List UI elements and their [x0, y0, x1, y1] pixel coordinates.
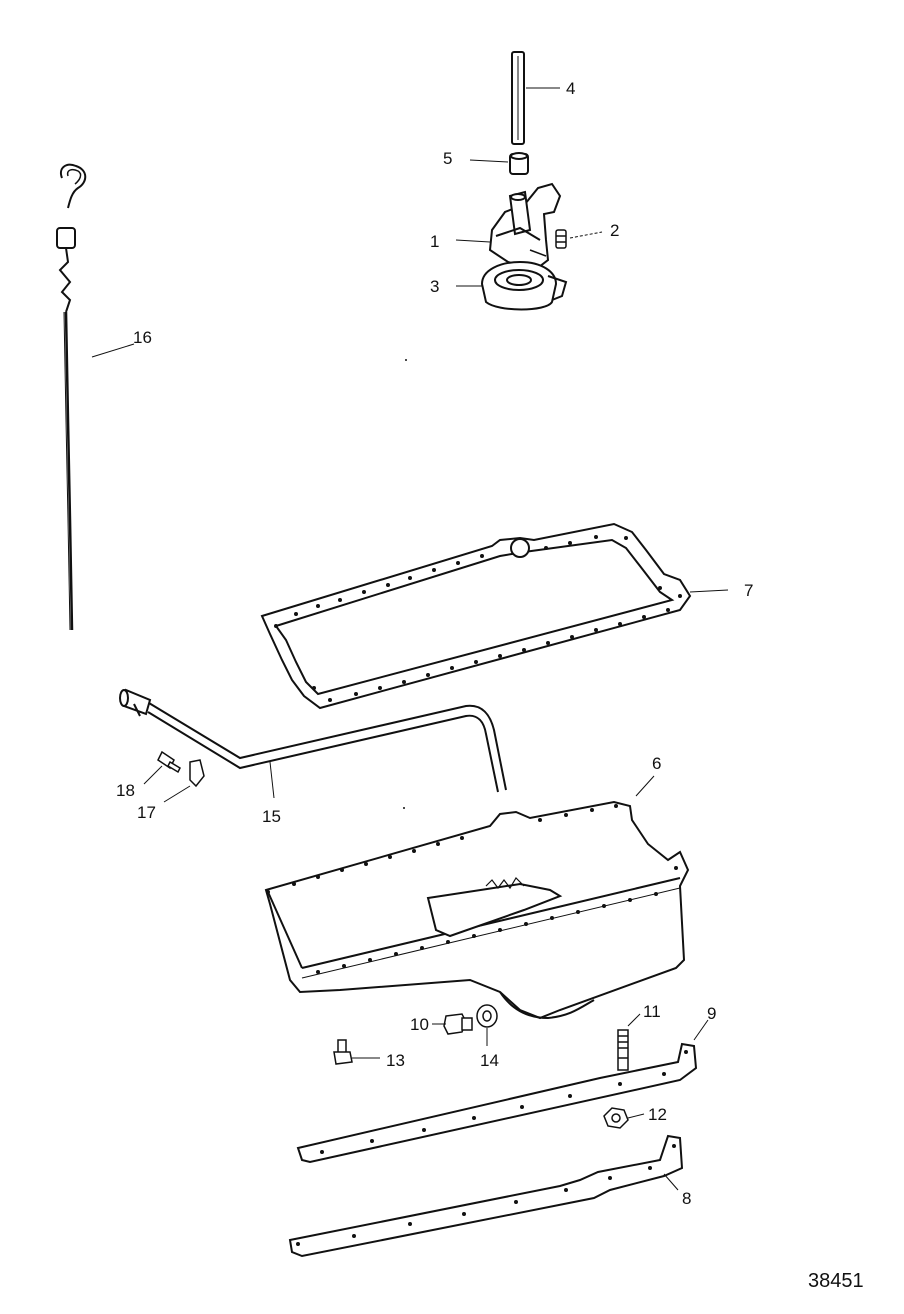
leader-8	[663, 1173, 679, 1191]
callout-10: 10	[410, 1015, 429, 1034]
oil-pan-part	[264, 800, 690, 1020]
leader-7	[689, 589, 729, 593]
leader-15	[269, 761, 275, 799]
dipstick-tube-part	[119, 688, 507, 793]
callout-8: 8	[682, 1189, 691, 1208]
callout-9: 9	[707, 1004, 716, 1023]
leader-9	[693, 1019, 709, 1041]
leader-17	[163, 785, 191, 803]
leader-1	[455, 239, 491, 243]
callout-4: 4	[566, 79, 575, 98]
drain-washer-part	[476, 1004, 498, 1028]
stray-dot	[403, 807, 405, 809]
leader-16	[91, 343, 135, 358]
leader-11	[627, 1013, 641, 1027]
sleeve-part	[509, 152, 529, 175]
pan-bolt-part	[333, 1039, 353, 1065]
leader-2	[569, 231, 603, 239]
oil-pan-gasket-part	[260, 522, 692, 710]
callout-12: 12	[648, 1105, 667, 1124]
stray-dot	[405, 359, 407, 361]
pump-bolt-part	[555, 229, 567, 249]
side-gasket-lower-part	[288, 1134, 684, 1258]
figure-number: 38451	[808, 1270, 864, 1292]
callout-16: 16	[133, 328, 152, 347]
callout-14: 14	[480, 1051, 499, 1070]
callout-13: 13	[386, 1051, 405, 1070]
oil-pump-part	[488, 182, 562, 272]
callout-1: 1	[430, 232, 439, 251]
pan-stud-part	[617, 1029, 629, 1071]
leader-5	[469, 159, 509, 163]
oil-pickup-rod-part	[511, 51, 525, 145]
callout-7: 7	[744, 581, 753, 600]
pickup-screen-part	[480, 260, 568, 311]
callout-18: 18	[116, 781, 135, 800]
callout-6: 6	[652, 754, 661, 773]
callout-2: 2	[610, 221, 619, 240]
callout-11: 11	[643, 1002, 661, 1021]
tube-clip-part	[189, 759, 205, 788]
callout-5: 5	[443, 149, 452, 168]
dipstick-part	[56, 163, 87, 631]
nut-part	[603, 1107, 629, 1129]
tube-bolt-part	[157, 750, 181, 774]
leader-12	[627, 1113, 645, 1119]
callout-17: 17	[137, 803, 156, 822]
side-gasket-upper-part	[296, 1042, 698, 1164]
leader-6	[635, 775, 655, 797]
drain-plug-part	[443, 1013, 473, 1035]
leader-18	[143, 765, 163, 785]
callout-15: 15	[262, 807, 281, 826]
callout-3: 3	[430, 277, 439, 296]
